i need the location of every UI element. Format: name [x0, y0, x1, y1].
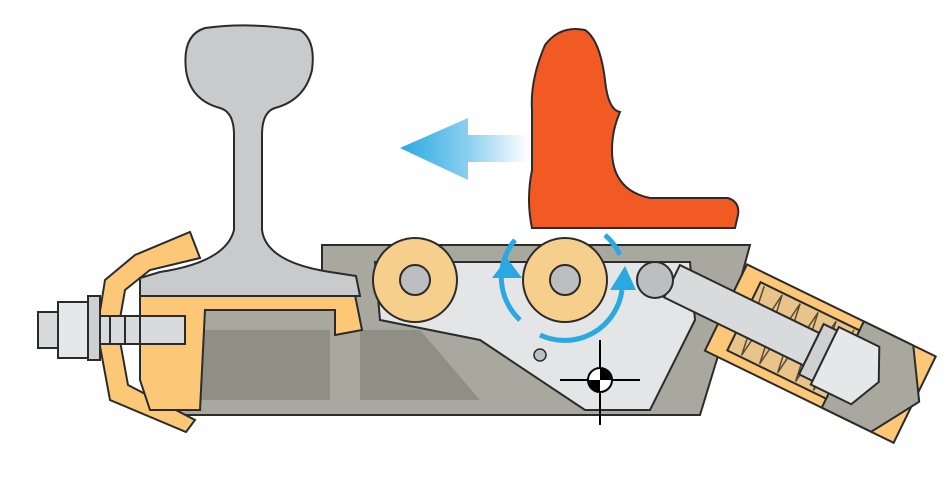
left-roller: [372, 237, 458, 323]
screw-icon: [533, 348, 547, 362]
spring-housing: [662, 263, 938, 445]
center-mark-icon: [560, 340, 640, 425]
right-roller: [522, 237, 608, 323]
left-clamp: [95, 230, 364, 434]
pivot-pin: [636, 261, 674, 299]
rotation-arrowhead: [492, 258, 522, 278]
left-bolt: [37, 295, 186, 361]
rotation-arrowhead: [610, 266, 636, 290]
wheel-flange: [528, 28, 740, 229]
rail: [139, 24, 362, 297]
rotation-arrows-icon: [498, 233, 625, 343]
motion-arrow-icon: [400, 118, 528, 180]
